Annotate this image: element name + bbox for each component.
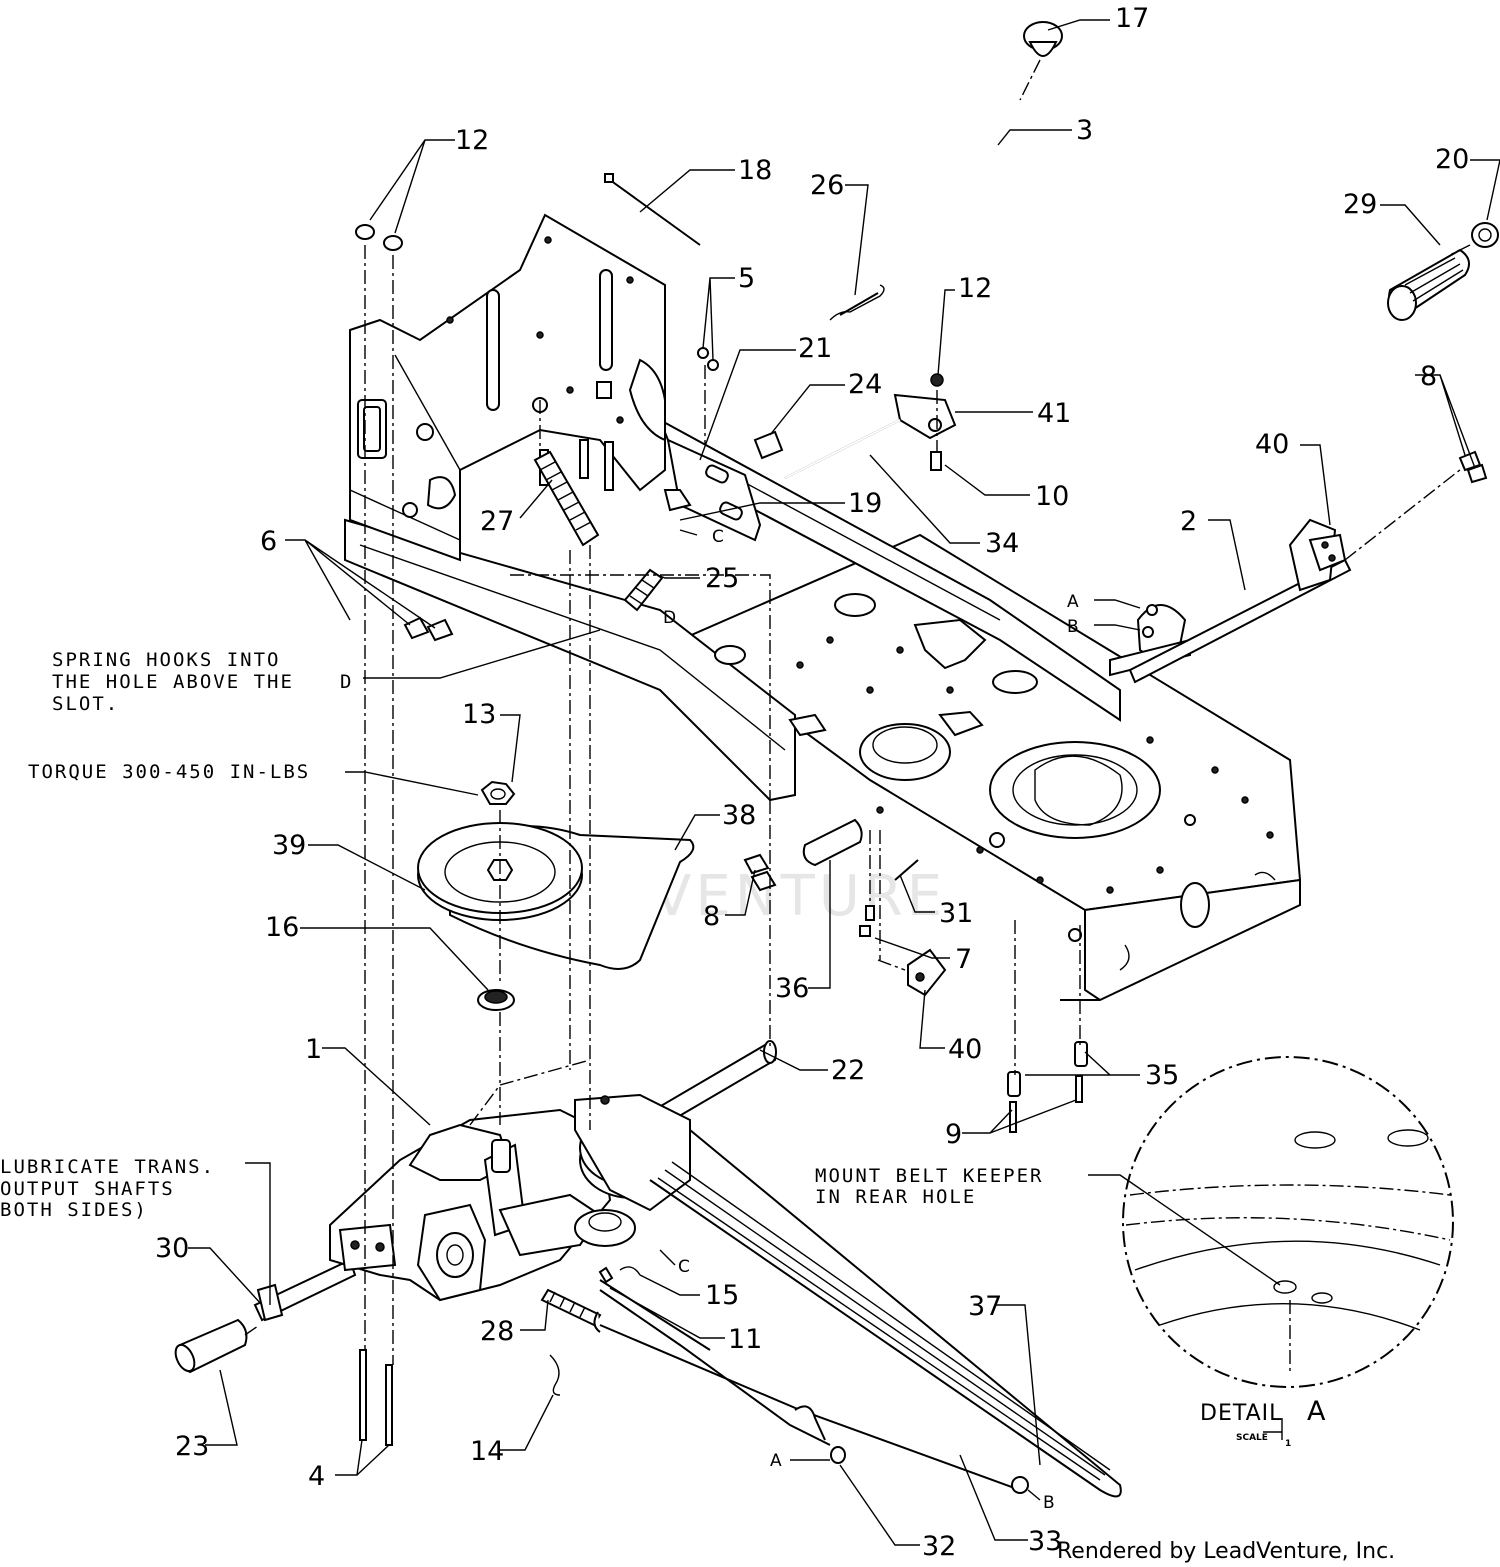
callout-7: 7	[955, 944, 972, 975]
callout-15: 15	[705, 1280, 739, 1311]
detail-a-view	[1122, 1056, 1454, 1388]
callout-4: 4	[308, 1461, 325, 1492]
springs	[533, 173, 885, 1327]
callout-31: 31	[939, 898, 973, 929]
detail-label: DETAIL	[1200, 1401, 1282, 1426]
callout-23: 23	[175, 1431, 209, 1462]
callout-24: 24	[848, 369, 882, 400]
callout-14: 14	[470, 1436, 504, 1467]
callout-12-lever: 12	[958, 273, 992, 304]
torque-note: TORQUE 300-450 IN-LBS	[28, 761, 310, 783]
control-plate	[663, 438, 762, 542]
callout-19: 19	[848, 488, 882, 519]
callout-34: 34	[985, 528, 1019, 559]
callout-17: 17	[1115, 3, 1149, 34]
spring-note-line1: SPRING HOOKS INTO	[52, 649, 280, 671]
drive-belt-37	[649, 1129, 1122, 1498]
shift-lever-assembly	[753, 21, 1063, 479]
callout-35: 35	[1145, 1060, 1179, 1091]
callout-27: 27	[480, 506, 514, 537]
callout-8-lower: 8	[703, 901, 720, 932]
render-credit: Rendered by LeadVenture, Inc.	[1057, 1539, 1395, 1564]
lube-note-line1: LUBRICATE TRANS.	[0, 1156, 215, 1178]
centerlines	[244, 245, 1081, 1365]
callout-26: 26	[810, 170, 844, 201]
spring-note-line2: THE HOLE ABOVE THE	[52, 671, 294, 693]
callout-38: 38	[722, 800, 756, 831]
callout-22: 22	[831, 1055, 865, 1086]
lube-note-line2: OUTPUT SHAFTS	[0, 1178, 175, 1200]
callout-6: 6	[260, 526, 277, 557]
callout-8: 8	[1420, 361, 1437, 392]
callout-10: 10	[1035, 481, 1069, 512]
callout-39: 39	[272, 830, 306, 861]
keeper-note-line2: IN REAR HOLE	[815, 1186, 976, 1208]
callout-20: 20	[1435, 144, 1469, 175]
letter-a-bracket: A	[1067, 592, 1079, 612]
callout-13: 13	[462, 699, 496, 730]
callout-12: 12	[455, 125, 489, 156]
detail-scale-value: 1	[1285, 1439, 1291, 1449]
callout-3: 3	[1076, 115, 1093, 146]
detail-a-label: DETAIL A SCALE 1	[1200, 1396, 1326, 1449]
letter-b-bottom: B	[1043, 1493, 1055, 1513]
detail-letter: A	[1307, 1396, 1326, 1427]
callout-5: 5	[738, 263, 755, 294]
notes: SPRING HOOKS INTO THE HOLE ABOVE THE SLO…	[0, 649, 1043, 1221]
letter-c-top: C	[712, 527, 724, 547]
callout-16: 16	[265, 912, 299, 943]
reference-letters: C D D A B C A B	[340, 527, 1079, 1513]
detail-scale-label: SCALE	[1236, 1433, 1268, 1443]
spring-note-line3: SLOT.	[52, 693, 119, 715]
hardware	[174, 224, 1088, 1446]
chassis-frame	[344, 417, 1302, 1002]
callout-9: 9	[945, 1119, 962, 1150]
callout-25: 25	[705, 563, 739, 594]
lube-note-line3: BOTH SIDES)	[0, 1199, 148, 1221]
letter-d-note: D	[340, 671, 353, 693]
callout-numbers: 17 3 12 18 26 20 29 5 12 21 24 41 8 40 1…	[155, 3, 1469, 1562]
callout-40: 40	[1255, 429, 1289, 460]
control-rods	[593, 1266, 1029, 1494]
callout-30: 30	[155, 1233, 189, 1264]
callout-29: 29	[1343, 189, 1377, 220]
letter-c-bottom: C	[678, 1257, 690, 1277]
callout-36: 36	[775, 973, 809, 1004]
letter-b-bracket: B	[1067, 617, 1079, 637]
callout-40-lower: 40	[948, 1034, 982, 1065]
callout-18: 18	[738, 155, 772, 186]
callout-21: 21	[798, 333, 832, 364]
leader-lines	[188, 19, 1500, 1546]
letter-d-spring: D	[663, 608, 676, 628]
callout-32: 32	[922, 1531, 956, 1562]
callout-2: 2	[1180, 506, 1197, 537]
callout-11: 11	[728, 1324, 762, 1355]
callout-41: 41	[1037, 398, 1071, 429]
callout-28: 28	[480, 1316, 514, 1347]
pulley-and-belt	[417, 780, 695, 1011]
callout-37: 37	[968, 1291, 1002, 1322]
callout-1: 1	[305, 1034, 322, 1065]
pedal-assembly	[1128, 222, 1499, 684]
keeper-note-line1: MOUNT BELT KEEPER	[815, 1165, 1043, 1187]
transmission-assembly	[253, 1040, 777, 1322]
letter-a-bottom: A	[770, 1451, 782, 1471]
callout-33: 33	[1028, 1526, 1062, 1557]
